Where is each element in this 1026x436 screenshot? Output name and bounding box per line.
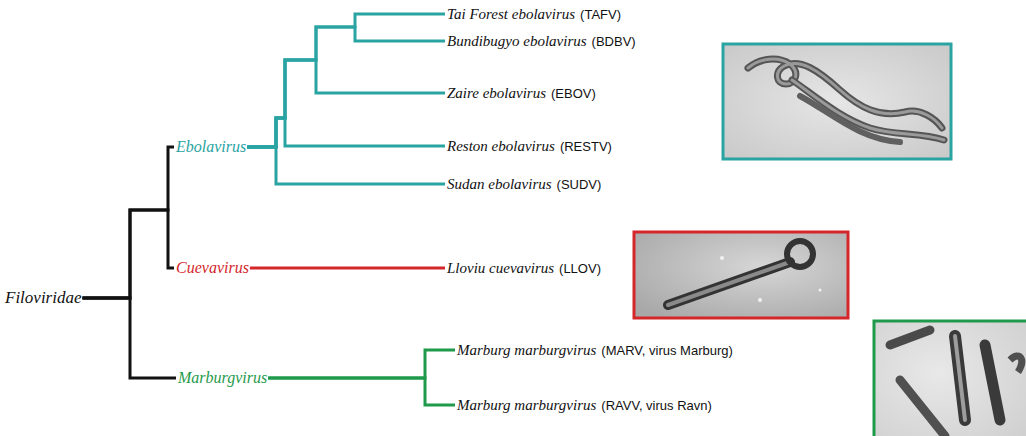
- virion-loop: [787, 241, 813, 267]
- cuevavirus-micrograph: [634, 232, 848, 318]
- taxon-name: Filoviridae: [5, 288, 81, 308]
- tree-branch: [268, 378, 455, 405]
- virion-filament: [668, 262, 790, 305]
- particle-dot: [720, 256, 724, 260]
- species-name: Marburg marburgvirus: [457, 342, 596, 359]
- genus-label: Cuevavirus: [176, 259, 249, 277]
- species-label: Zaire ebolavirus (EBOV): [447, 85, 596, 102]
- micrograph-frame: [723, 44, 951, 159]
- genus-label: Marburgvirus: [178, 369, 267, 387]
- species-label: Bundibugyo ebolavirus (BDBV): [447, 33, 636, 50]
- virion-filament: [792, 80, 944, 140]
- species-label: Sudan ebolavirus (SUDV): [447, 176, 601, 193]
- particle-dot: [758, 298, 762, 302]
- tree-branch: [82, 147, 174, 298]
- tree-branch: [247, 14, 445, 147]
- virion-rod: [955, 336, 965, 420]
- virus-abbreviation: (TAFV): [580, 7, 621, 22]
- virus-abbreviation: (SUDV): [557, 177, 602, 192]
- particle-dot: [819, 289, 822, 292]
- species-label: Lloviu cuevavirus (LLOV): [447, 260, 601, 277]
- virion-rod: [900, 380, 945, 436]
- virus-abbreviation: (RESTV): [560, 139, 612, 154]
- virion-rod: [890, 330, 930, 345]
- species-name: Sudan ebolavirus: [447, 176, 552, 193]
- virus-abbreviation: (BDBV): [592, 34, 636, 49]
- species-name: Bundibugyo ebolavirus: [447, 33, 587, 50]
- virion-filament-core: [668, 262, 790, 305]
- taxon-name: Cuevavirus: [176, 259, 249, 277]
- tree-branch: [268, 350, 455, 378]
- taxon-name: Ebolavirus: [176, 138, 246, 156]
- marburgvirus-micrograph: [874, 321, 1026, 436]
- ebolavirus-micrograph: [723, 44, 951, 159]
- genus-label: Ebolavirus: [176, 138, 246, 156]
- species-name: Lloviu cuevavirus: [447, 260, 554, 277]
- micrograph-frame: [634, 232, 848, 318]
- tree-branch: [82, 298, 176, 378]
- species-name: Tai Forest ebolavirus: [447, 6, 575, 23]
- virion-filament-core: [792, 80, 944, 140]
- virus-abbreviation: (RAVV, virus Ravn): [601, 398, 712, 413]
- tree-branch: [247, 147, 445, 184]
- species-name: Marburg marburgvirus: [457, 397, 596, 414]
- tree-branch: [247, 118, 445, 147]
- virion-filament: [800, 96, 900, 142]
- species-label: Marburg marburgvirus (MARV, virus Marburg…: [457, 342, 733, 359]
- virus-abbreviation: (LLOV): [559, 261, 601, 276]
- species-name: Zaire ebolavirus: [447, 85, 546, 102]
- virus-abbreviation: (MARV, virus Marburg): [601, 343, 732, 358]
- family-label: Filoviridae: [5, 288, 81, 308]
- species-label: Reston ebolavirus (RESTV): [447, 138, 612, 155]
- virion-rod: [985, 345, 1000, 420]
- virus-abbreviation: (EBOV): [551, 86, 596, 101]
- tree-branch: [247, 60, 445, 147]
- species-label: Tai Forest ebolavirus (TAFV): [447, 6, 621, 23]
- species-label: Marburg marburgvirus (RAVV, virus Ravn): [457, 397, 712, 414]
- taxon-name: Marburgvirus: [178, 369, 267, 387]
- species-name: Reston ebolavirus: [447, 138, 555, 155]
- tree-branch: [82, 210, 174, 298]
- tree-branch: [250, 267, 445, 270]
- tree-branch: [247, 27, 445, 147]
- micrograph-frame: [874, 321, 1026, 436]
- virion-loop: [1010, 356, 1022, 372]
- virion-rod-core: [955, 336, 965, 420]
